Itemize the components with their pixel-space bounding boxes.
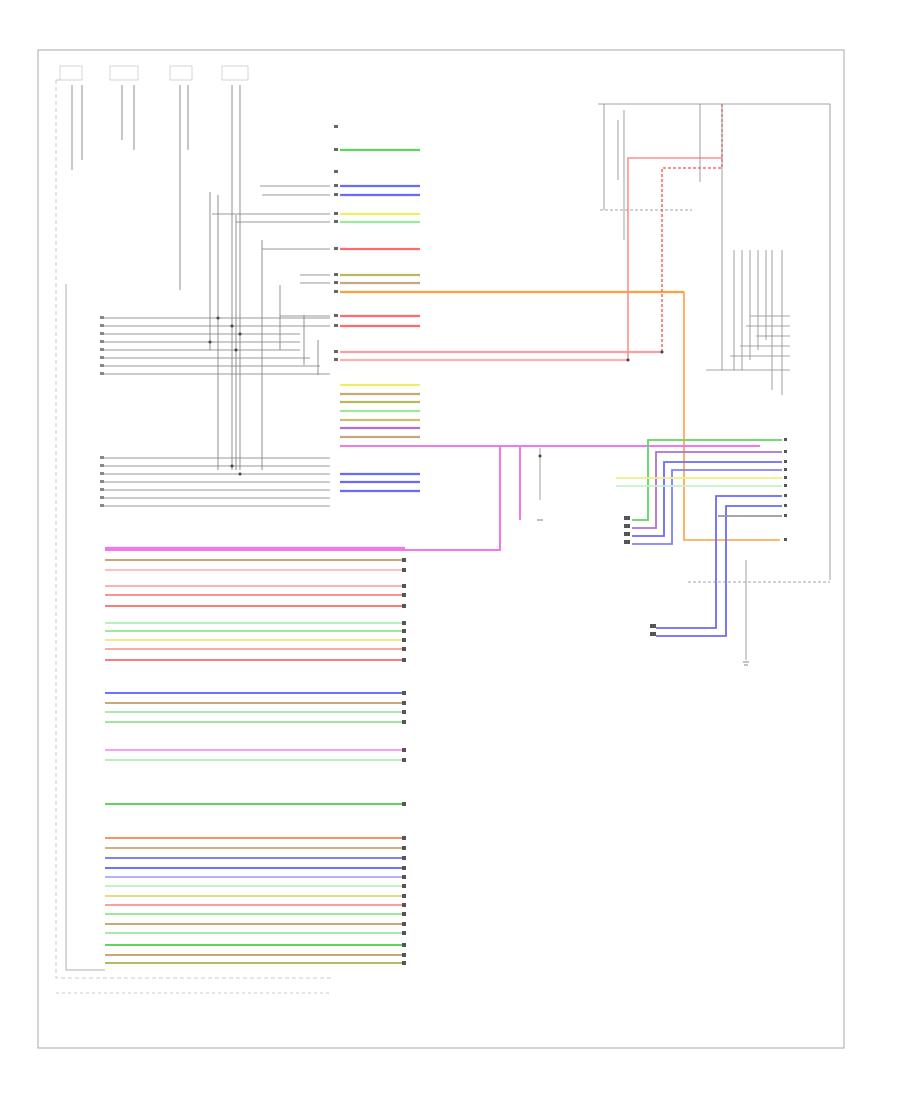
diagram-border [37, 49, 845, 1049]
module-outline [55, 79, 334, 979]
upper-connector-pins [334, 125, 338, 361]
right-connector-pins [624, 438, 787, 636]
module-pin-markers [100, 316, 104, 507]
fuse-block-3 [169, 65, 193, 81]
right-lower-wires [616, 439, 782, 637]
wire-blue-right-2 [632, 469, 782, 545]
wire-pink-vertical [627, 157, 722, 360]
wire-green-right [632, 439, 782, 521]
fuse-block-4 [221, 65, 249, 81]
wire-blue-right [632, 461, 782, 537]
module-internal-gray-lines [100, 185, 330, 507]
wire-violet-right [632, 451, 782, 529]
top-feed-lines [71, 85, 319, 470]
fuse-block-2 [109, 65, 139, 81]
pink-wire-runs [105, 445, 760, 551]
lower-connector-pins [402, 558, 406, 965]
wire-pink-module-long [105, 445, 760, 551]
lower-module-wires [105, 559, 405, 964]
top-fuse-labels [59, 65, 249, 81]
junction-dots [208, 316, 664, 476]
wire-blue-bottom-right [656, 495, 782, 629]
right-red-runs [627, 104, 780, 541]
module-inner-frame [65, 284, 105, 971]
wire-red-dash-vertical [661, 104, 723, 352]
right-top-section [539, 103, 831, 660]
wire-blue-bottom-right-2 [656, 505, 782, 637]
upper-wire-stubs [340, 148, 684, 493]
ground-symbols [537, 519, 749, 666]
fuse-block-1 [59, 65, 83, 81]
wire-orange-vertical [683, 292, 780, 541]
